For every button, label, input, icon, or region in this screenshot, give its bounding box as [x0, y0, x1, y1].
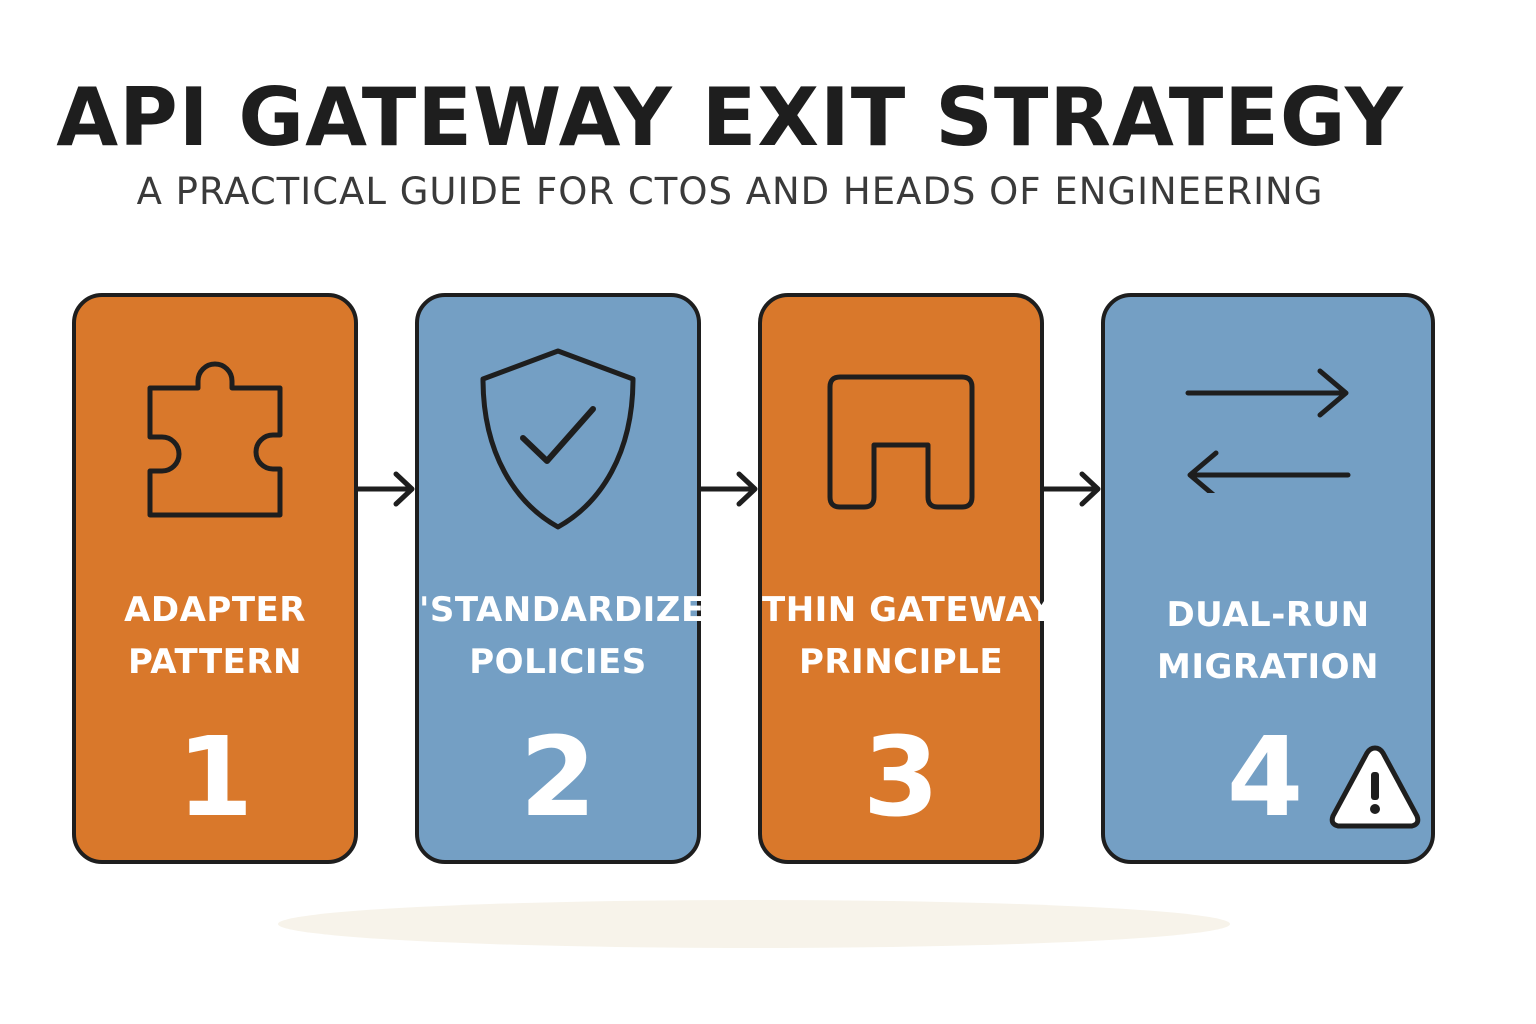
step-card-standardized-policies: 'STANDARDIZED POLICIES 2 — [415, 293, 734, 864]
step-card-thin-gateway-principle: THIN GATEWAY PRINCIPLE 3 — [758, 293, 1055, 864]
step-label: THIN GATEWAY PRINCIPLE — [762, 590, 1055, 682]
step-number: 3 — [862, 713, 940, 841]
arrow-right-icon — [1042, 471, 1101, 507]
shield-check-icon — [480, 348, 636, 530]
step-number: 1 — [176, 713, 254, 841]
step-number: 2 — [519, 713, 597, 841]
diagram-title: API GATEWAY EXIT STRATEGY — [56, 71, 1404, 164]
step-label: ADAPTER PATTERN — [124, 590, 306, 682]
step-label: 'STANDARDIZED POLICIES — [419, 590, 734, 682]
puzzle-piece-icon — [147, 361, 283, 518]
warning-icon — [1329, 745, 1421, 829]
arrow-right-icon — [699, 471, 758, 507]
swap-arrows-icon — [1185, 368, 1351, 493]
thin-gateway-icon — [827, 374, 975, 510]
diagram-subtitle: A PRACTICAL GUIDE FOR CTOS AND HEADS OF … — [136, 170, 1324, 213]
ground-shadow — [278, 900, 1230, 948]
arrow-right-icon — [356, 471, 415, 507]
step-label: DUAL-RUN MIGRATION — [1157, 595, 1379, 687]
step-number: 4 — [1226, 713, 1304, 841]
step-card-dual-run-migration: DUAL-RUN MIGRATION 4 — [1101, 293, 1435, 864]
step-card-adapter-pattern: ADAPTER PATTERN 1 — [72, 293, 358, 864]
